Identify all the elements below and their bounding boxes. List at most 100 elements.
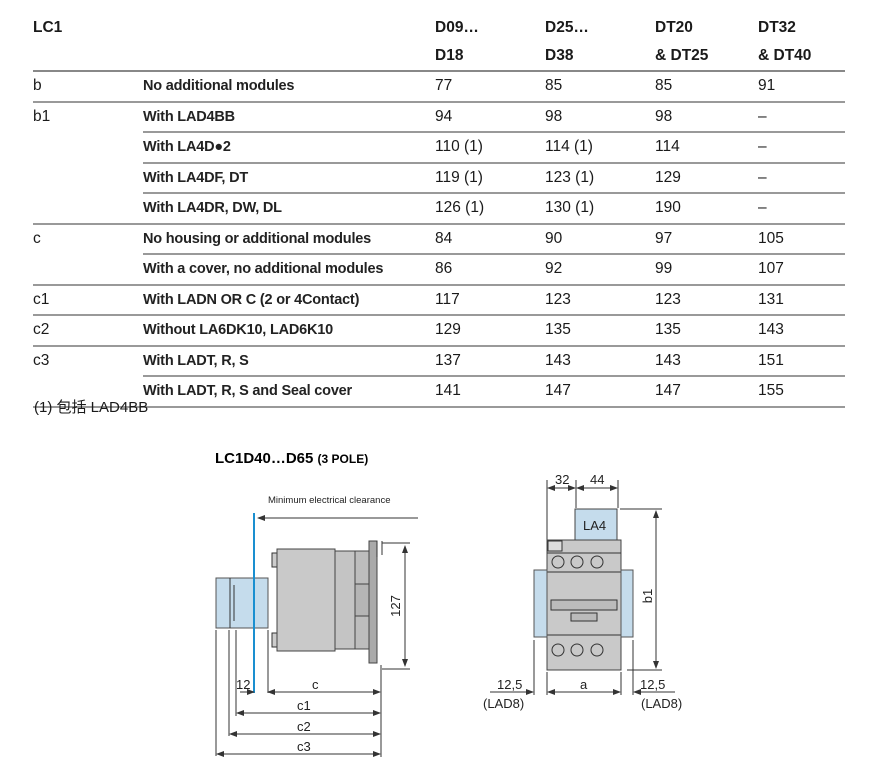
cell-value: – (758, 131, 845, 163)
dimension-label: b (33, 70, 143, 102)
dimension-label (33, 376, 143, 408)
row-description: Without LA6DK10, LAD6K10 (143, 314, 435, 346)
cell-value: 85 (545, 70, 655, 102)
clearance-label: Minimum electrical clearance (268, 495, 390, 506)
row-description: With LA4D●2 (143, 131, 435, 163)
cell-value: 151 (758, 344, 845, 376)
cell-value: 77 (435, 70, 545, 102)
dim-a: a (580, 677, 588, 692)
cell-value: 114 (655, 131, 758, 163)
drawing-title: LC1D40…D65 (3 POLE) (215, 450, 368, 467)
la4-label: LA4 (583, 518, 606, 533)
row-description: With LA4DF, DT (143, 161, 435, 193)
cell-value: 123 (545, 283, 655, 315)
front-view-drawing: 32 44 LA4 b1 a 12,5 (LAD8) 12,5 (LAD8) (483, 472, 682, 711)
cell-value: 129 (655, 161, 758, 193)
row-description: With LAD4BB (143, 100, 435, 132)
row-description: No housing or additional modules (143, 222, 435, 254)
cell-value: 141 (435, 375, 545, 408)
cell-value: 147 (545, 375, 655, 408)
header-col3: DT20 (655, 19, 693, 36)
row-description: With a cover, no additional modules (143, 253, 435, 285)
row-description: No additional modules (143, 70, 435, 102)
dim-44: 44 (590, 472, 604, 487)
cell-value: 126 (1) (435, 192, 545, 224)
row-description: With LADT, R, S and Seal cover (143, 375, 435, 408)
cell-value: 143 (545, 344, 655, 376)
dim-127: 127 (388, 595, 403, 617)
header-col1: D09… (435, 19, 479, 36)
dim-32: 32 (555, 472, 569, 487)
dim-c3: c3 (297, 739, 311, 754)
cell-value: 98 (655, 100, 758, 132)
cell-value: 90 (545, 222, 655, 254)
dimension-label: c (33, 222, 143, 254)
cell-value: 97 (655, 222, 758, 254)
header-col2: D25… (545, 19, 589, 36)
row-description: With LADT, R, S (143, 344, 435, 376)
header-lc1: LC1 (33, 19, 63, 36)
cell-value: 130 (1) (545, 192, 655, 224)
header2-col4: & DT40 (758, 42, 845, 72)
cell-value: 123 (655, 283, 758, 315)
cell-value: 119 (1) (435, 161, 545, 193)
header-col4: DT32 (758, 19, 796, 36)
side-view-drawing: Minimum electrical clearance 127 12 c c1… (215, 495, 418, 757)
dim-12-5-left: 12,5 (497, 677, 522, 692)
cell-value: 114 (1) (545, 131, 655, 163)
row-description: With LA4DR, DW, DL (143, 192, 435, 224)
lad8-right: (LAD8) (641, 696, 682, 711)
dimension-label: b1 (33, 100, 143, 132)
cell-value: 123 (1) (545, 161, 655, 193)
cell-value: 99 (655, 253, 758, 285)
header2-blank (33, 42, 143, 72)
cell-value: 86 (435, 253, 545, 285)
header2-col1: D18 (435, 42, 545, 72)
cell-value: 94 (435, 100, 545, 132)
cell-value: 117 (435, 283, 545, 315)
cell-value: 84 (435, 222, 545, 254)
dim-12: 12 (236, 677, 250, 692)
lad8-left: (LAD8) (483, 696, 524, 711)
cell-value: 110 (1) (435, 131, 545, 163)
cell-value: 129 (435, 314, 545, 346)
cell-value: 98 (545, 100, 655, 132)
dimension-label: c3 (33, 344, 143, 376)
cell-value: 143 (758, 314, 845, 346)
cell-value: – (758, 192, 845, 224)
cell-value: 190 (655, 192, 758, 224)
header2-col3: & DT25 (655, 42, 758, 72)
cell-value: 92 (545, 253, 655, 285)
dim-c1: c1 (297, 698, 311, 713)
dim-c2: c2 (297, 719, 311, 734)
dim-c: c (312, 677, 319, 692)
footnote: (1) 包括 LAD4BB (34, 399, 149, 416)
header2-col2: D38 (545, 42, 655, 72)
cell-value: 135 (655, 314, 758, 346)
cell-value: 105 (758, 222, 845, 254)
cell-value: 85 (655, 70, 758, 102)
cell-value: – (758, 100, 845, 132)
cell-value: 135 (545, 314, 655, 346)
cell-value: 147 (655, 375, 758, 408)
dimension-label: c1 (33, 283, 143, 315)
dim-b1: b1 (640, 589, 655, 603)
cell-value: – (758, 161, 845, 193)
cell-value: 91 (758, 70, 845, 102)
cell-value: 131 (758, 283, 845, 315)
row-description: With LADN OR C (2 or 4Contact) (143, 283, 435, 315)
header2-blank (143, 42, 435, 72)
cell-value: 107 (758, 253, 845, 285)
